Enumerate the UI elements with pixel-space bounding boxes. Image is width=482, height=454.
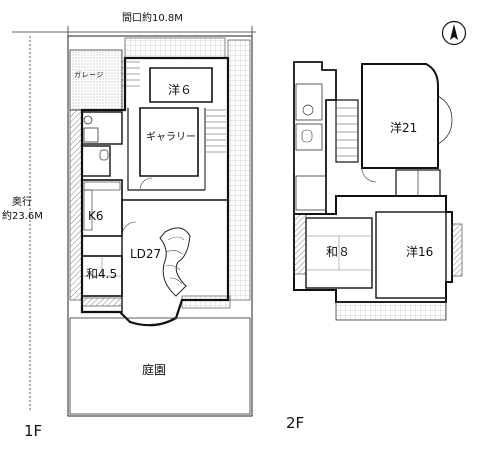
bath-area [81, 111, 123, 145]
floor-label-2f: 2F [286, 414, 305, 432]
room-gallery-wall [139, 107, 199, 177]
room-ld-wall [118, 199, 229, 326]
ld-curved-stair [159, 227, 191, 297]
room-youshitsu16-wall [375, 211, 447, 299]
frontage-dimension-label: 間口約10.8M [122, 13, 183, 24]
room-label-garden: 庭園 [142, 363, 167, 377]
garage-area [69, 49, 123, 111]
room-label-gallery: ギャラリー [146, 132, 196, 143]
top-terrace [124, 37, 226, 59]
room-youshitsu21-wall [361, 63, 439, 169]
room-label-washitsu8: 和８ [326, 245, 351, 259]
balcony [335, 301, 447, 321]
depth-dimension-label-line1: 奥行 [12, 197, 32, 208]
second-floor-lower-block [293, 195, 453, 303]
garden-area [69, 317, 251, 415]
second-floor-plan [293, 61, 463, 321]
room-youshitsu6-wall [149, 67, 213, 103]
room-label-youshitsu16: 洋16 [406, 245, 434, 259]
entrance-stair [122, 61, 140, 87]
lot-outline [67, 35, 253, 417]
depth-dimension-label-line2: 約23.6M [2, 211, 43, 222]
second-floor-stair [335, 99, 359, 163]
toilet-area [81, 145, 111, 177]
room-label-washitsu45: 和4.5 [86, 267, 118, 281]
bottom-terrace [181, 295, 231, 309]
right-planting [227, 39, 251, 301]
room-label-youshitsu21: 洋21 [390, 121, 418, 135]
room-label-ld: LD27 [130, 247, 162, 261]
floor-label-1f: 1F [24, 422, 43, 440]
second-floor-left-block [293, 61, 337, 215]
first-floor-plan [12, 26, 256, 417]
room-label-kitchen: K6 [88, 209, 104, 223]
room-label-garage: ガレージ [74, 71, 104, 79]
left-terrace [69, 109, 83, 301]
north-arrow-icon [441, 20, 467, 46]
gallery-stair [206, 109, 226, 153]
room-label-youshitsu6: 洋６ [168, 83, 193, 97]
room-kitchen-wall [81, 179, 123, 237]
